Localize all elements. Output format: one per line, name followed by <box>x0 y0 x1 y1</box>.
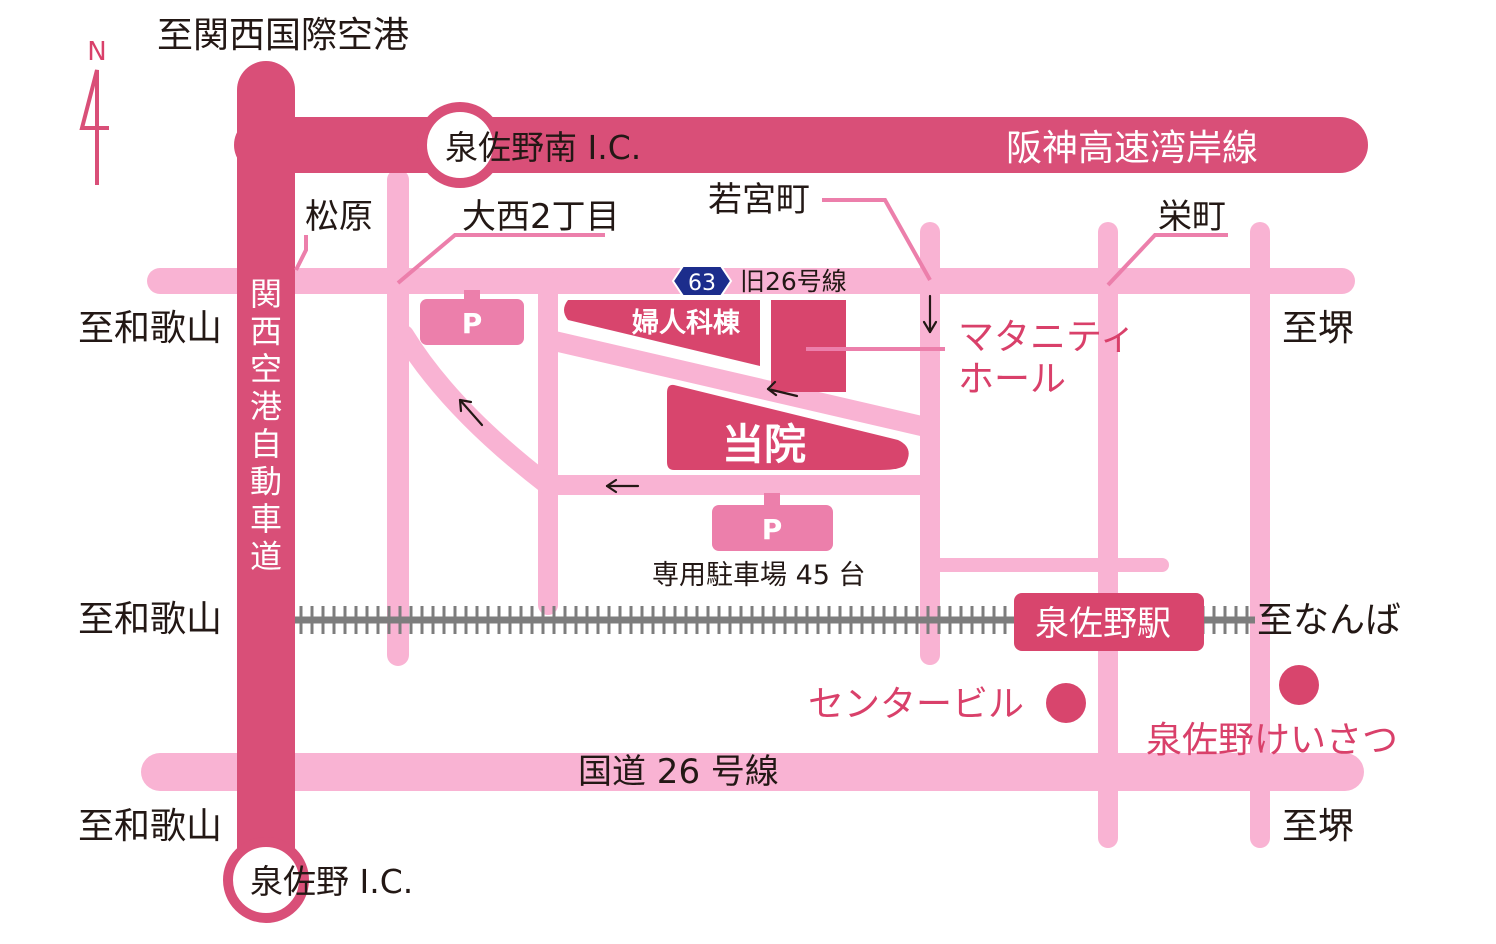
wakamiya-leader <box>822 198 932 281</box>
parking-lot-north <box>420 299 524 345</box>
airport-expressway-label-char: 動 <box>250 463 282 501</box>
airport-expressway-label-char: 港 <box>250 388 282 426</box>
izumisano-minami-ic-marker[interactable] <box>417 102 503 188</box>
police-marker[interactable] <box>1279 665 1319 705</box>
onishi-label: 大西2丁目 <box>462 197 620 237</box>
north-label: N <box>87 37 106 67</box>
hospital-label: 当院 <box>722 420 806 469</box>
north-arrow-icon <box>79 69 109 185</box>
parking-lot-south-stub <box>764 493 780 507</box>
arrow-left-diag-icon <box>766 380 799 398</box>
ic-izumisano-label[interactable]: 泉佐野 I.C. <box>250 862 413 901</box>
wakamiya-label: 若宮町 <box>708 180 810 220</box>
sakae-leader <box>1106 233 1228 287</box>
direction-arrows <box>458 294 938 494</box>
arrow-northwest-icon <box>458 398 484 427</box>
arrow-left-icon <box>605 478 640 494</box>
route-63-badge <box>671 265 733 297</box>
maternity-label-line1: マタニティ <box>958 317 1136 358</box>
dir-wakayama-top: 至和歌山 <box>78 308 222 349</box>
airport-expressway-label-char: 自 <box>250 425 282 463</box>
road-diagonal-east <box>547 330 933 438</box>
matsubara-label: 松原 <box>305 197 373 237</box>
buildings <box>564 300 909 470</box>
airport-expressway-label-char: 空 <box>250 350 282 388</box>
hanshin-expressway-label: 阪神高速湾岸線 <box>1006 128 1258 169</box>
airport-expressway-label-char: 関 <box>250 275 282 313</box>
airport-expressway-label-char: 道 <box>250 538 282 576</box>
arrow-down-icon <box>922 294 938 334</box>
parking-symbol-south: P <box>762 513 783 546</box>
parking-lot-south <box>712 505 833 551</box>
minor-roads <box>141 169 1364 848</box>
matsubara-leader <box>294 235 308 271</box>
station-label[interactable]: 泉佐野駅 <box>1035 604 1171 644</box>
gynecology-label: 婦人科棟 <box>631 308 741 339</box>
road-diagonal-west <box>394 325 558 495</box>
dir-kansai-airport: 至関西国際空港 <box>157 15 409 56</box>
dir-sakai-bottom: 至堺 <box>1282 806 1354 847</box>
sakae-label: 栄町 <box>1158 197 1226 237</box>
dir-namba: 至なんば <box>1257 600 1401 641</box>
dir-wakayama-bottom: 至和歌山 <box>78 806 222 847</box>
old-route-26-label: 旧26号線 <box>740 267 847 296</box>
parking-label: 専用駐車場 45 台 <box>652 560 866 591</box>
national-route-26-label: 国道 26 号線 <box>578 752 779 792</box>
hospital-building <box>667 384 909 470</box>
gynecology-building <box>564 300 760 366</box>
izumisano-station-box[interactable] <box>1014 593 1204 651</box>
labels: 至関西国際空港 至和歌山 至和歌山 至和歌山 至堺 至堺 至なんば 泉佐野南 I… <box>78 15 1401 901</box>
leader-lines <box>294 198 1228 351</box>
onishi-leader <box>396 233 605 285</box>
parking-lots <box>420 290 833 551</box>
airport-expressway-label-char: 車 <box>250 500 282 538</box>
airport-expressway-label-char: 西 <box>250 313 282 351</box>
center-building-label[interactable]: センタービル <box>808 684 1024 725</box>
center-building-marker[interactable] <box>1046 683 1086 723</box>
route-63-number: 63 <box>688 271 716 296</box>
police-label[interactable]: 泉佐野けいさつ <box>1146 720 1398 761</box>
maternity-label-line2: ホール <box>958 359 1066 400</box>
dir-wakayama-mid: 至和歌山 <box>78 599 222 640</box>
izumisano-ic-marker[interactable] <box>223 837 309 923</box>
parking-symbol-north: P <box>462 307 483 340</box>
maternity-hall-building <box>771 300 846 392</box>
dir-sakai-top: 至堺 <box>1282 308 1354 349</box>
ic-izumisano-minami-label[interactable]: 泉佐野南 I.C. <box>445 128 641 167</box>
parking-lot-north-stub <box>464 290 480 302</box>
